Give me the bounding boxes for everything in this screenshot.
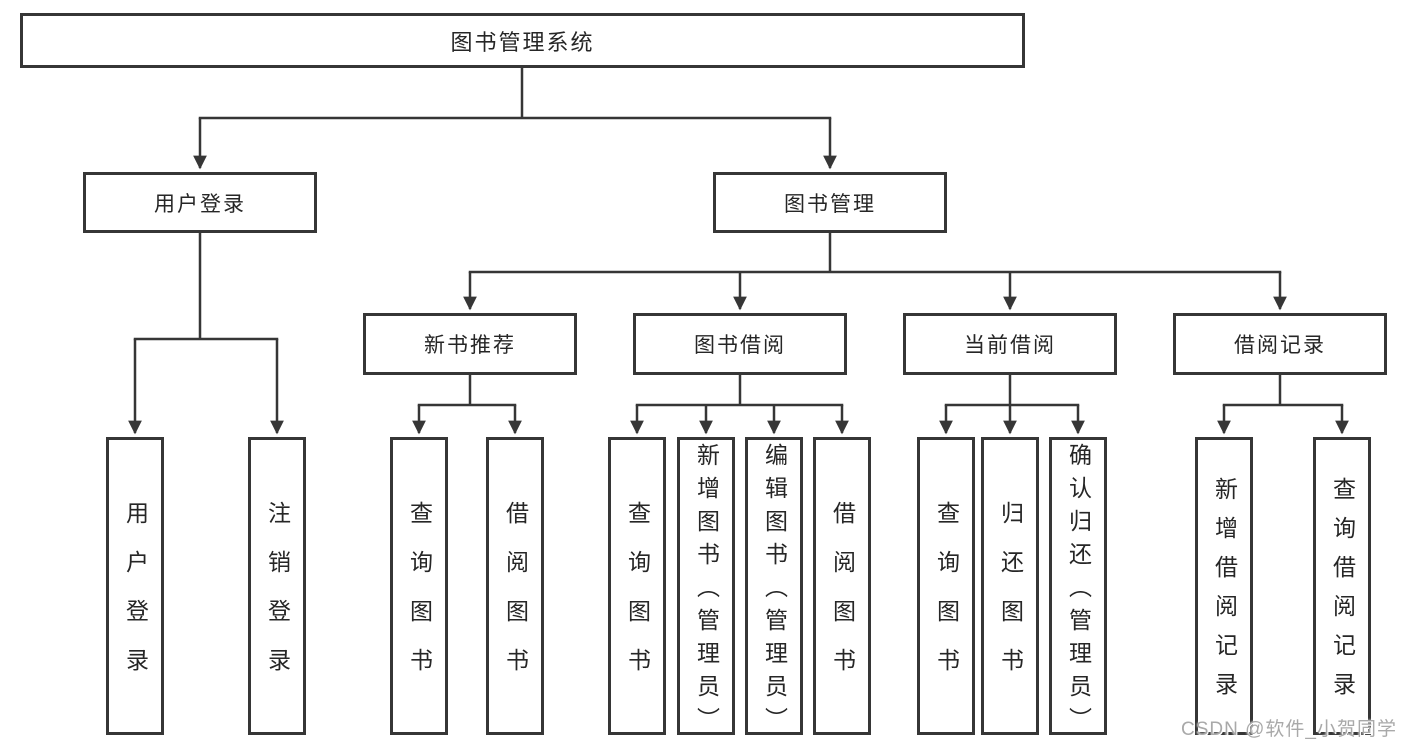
leaf-edit-book-label: 编辑图书（管理员） (761, 442, 788, 740)
node-root: 图书管理系统 (20, 13, 1025, 68)
leaf-edit-book: 编辑图书（管理员） (745, 437, 803, 740)
leaf-borrow-book-rec: 借阅图书 (486, 437, 544, 735)
leaf-borrow-book-rec-label: 借阅图书 (502, 501, 529, 697)
node-current-borrow-label: 当前借阅 (964, 334, 1056, 357)
node-user-login-label: 用户登录 (154, 192, 246, 216)
leaf-query-book-cur-label: 查询图书 (933, 501, 960, 697)
node-new-book-rec: 新书推荐 (363, 313, 577, 375)
node-book-borrow: 图书借阅 (633, 313, 847, 375)
node-borrow-record: 借阅记录 (1173, 313, 1387, 375)
leaf-query-book-borrow-label: 查询图书 (624, 501, 651, 697)
leaf-query-book-borrow: 查询图书 (608, 437, 666, 735)
node-book-borrow-label: 图书借阅 (694, 334, 786, 357)
leaf-return-book-label: 归还图书 (997, 501, 1024, 697)
leaf-logout: 注销登录 (248, 437, 306, 735)
edge-new-book-rec-children (412, 375, 522, 435)
node-current-borrow: 当前借阅 (903, 313, 1117, 375)
leaf-query-book-rec: 查询图书 (390, 437, 448, 735)
leaf-query-record: 查询借阅记录 (1313, 437, 1371, 735)
edge-user-login-children (128, 233, 284, 435)
node-book-mgmt: 图书管理 (713, 172, 947, 233)
leaf-borrow-book-label: 借阅图书 (829, 501, 856, 697)
leaf-query-book-rec-label: 查询图书 (406, 501, 433, 697)
leaf-add-record-label: 新增借阅记录 (1211, 477, 1238, 711)
edge-book-borrow-children (630, 375, 849, 435)
leaf-borrow-book: 借阅图书 (813, 437, 871, 735)
leaf-confirm-return-label: 确认归还（管理员） (1065, 442, 1092, 740)
leaf-add-record: 新增借阅记录 (1195, 437, 1253, 735)
node-new-book-rec-label: 新书推荐 (424, 334, 516, 357)
leaf-add-book-label: 新增图书（管理员） (693, 442, 720, 740)
leaf-user-login-label: 用户登录 (122, 501, 149, 697)
edge-current-borrow-children (939, 375, 1085, 435)
watermark: CSDN @软件_小贺同学 (1181, 719, 1397, 740)
edge-book-mgmt-children (463, 233, 1287, 311)
leaf-query-book-cur: 查询图书 (917, 437, 975, 735)
leaf-user-login: 用户登录 (106, 437, 164, 735)
node-book-mgmt-label: 图书管理 (784, 192, 876, 216)
node-user-login: 用户登录 (83, 172, 317, 233)
edge-borrow-record-children (1217, 375, 1349, 435)
node-borrow-record-label: 借阅记录 (1234, 334, 1326, 357)
leaf-logout-label: 注销登录 (264, 501, 291, 697)
leaf-query-record-label: 查询借阅记录 (1329, 477, 1356, 711)
edge-root-children (193, 68, 837, 170)
leaf-return-book: 归还图书 (981, 437, 1039, 735)
leaf-add-book: 新增图书（管理员） (677, 437, 735, 740)
leaf-confirm-return: 确认归还（管理员） (1049, 437, 1107, 740)
node-root-label: 图书管理系统 (450, 29, 595, 55)
